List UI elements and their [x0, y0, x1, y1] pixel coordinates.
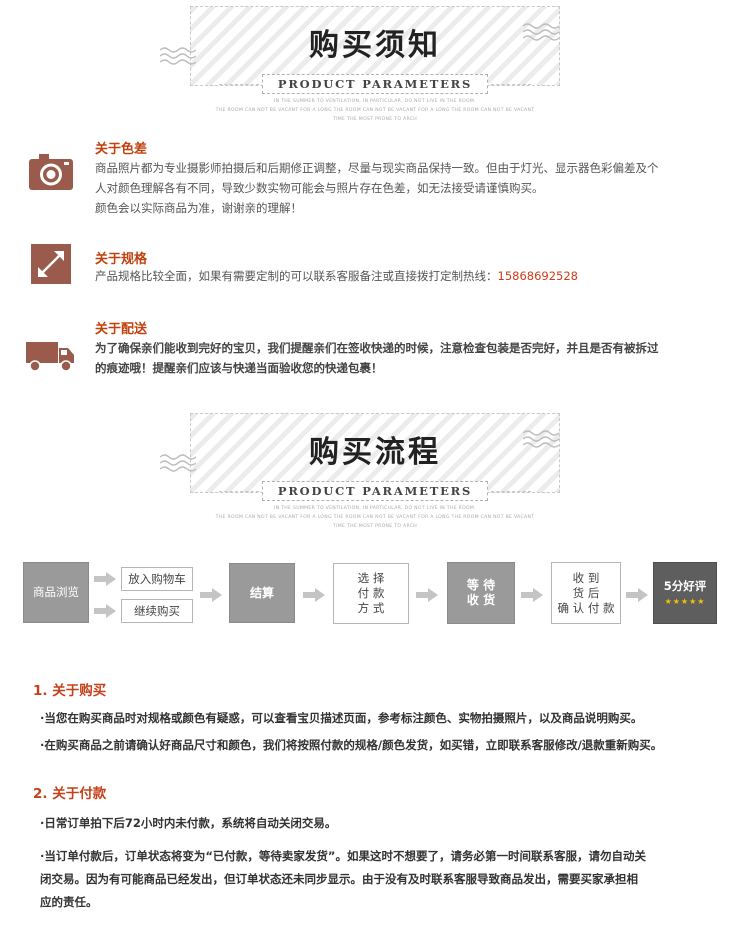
wave-left-icon — [160, 454, 196, 472]
review-label: 5分好评 — [663, 579, 707, 593]
notice-color-line-3: 颜色会以实际商品为准，谢谢亲的理解！ — [95, 201, 302, 215]
notice-small-line-1: IN THE SUMMER TO VENTILATION, IN PARTICU… — [274, 99, 476, 104]
section-purchase-line-2: ·在购买商品之前请确认好商品尺寸和颜色，我们将按照付款的规格/颜色发货，如买错，… — [40, 738, 663, 752]
notice-delivery-line-2: 的痕迹哦！提醒亲们应该与快递当面验收您的快递包裹！ — [95, 361, 383, 375]
flow-step-payment: 选 择 付 款 方 式 — [333, 563, 409, 624]
resize-arrow-icon — [31, 244, 71, 284]
arrow-right-icon — [303, 588, 325, 602]
section-payment-para-line-3: 应的责任。 — [40, 895, 98, 909]
flow-small-line-2: THE ROOM CAN NOT BE VACANT FOR A LONG TH… — [215, 515, 535, 520]
flow-step-continue: 继续购买 — [121, 599, 193, 623]
notice-subtitle: PRODUCT PARAMETERS — [219, 74, 531, 94]
hotline-phone[interactable]: 15868692528 — [497, 269, 578, 283]
section-payment-para-line-2: 闭交易。因为有可能商品已经发出，但订单状态还未同步显示。由于没有及时联系客服导致… — [40, 872, 638, 886]
notice-color-line-1: 商品照片都为专业摄影师拍摄后和后期修正调整，尽量与现实商品保持一致。但由于灯光、… — [95, 161, 659, 175]
flow-step-wait: 等 待 收 货 — [447, 562, 515, 624]
wave-left-icon — [160, 47, 196, 65]
wave-right-icon — [523, 23, 559, 41]
notice-spec-label: 产品规格比较全面，如果有需要定制的可以联系客服备注或直接拨打定制热线： — [95, 269, 498, 283]
camera-icon — [29, 154, 73, 190]
truck-icon — [26, 342, 74, 372]
notice-color-heading: 关于色差 — [95, 142, 148, 157]
arrow-right-icon — [200, 588, 222, 602]
notice-header: 购买须知 PRODUCT PARAMETERS IN THE SUMMER TO… — [0, 6, 750, 126]
flow-step-checkout: 结算 — [229, 563, 295, 623]
notice-delivery-heading: 关于配送 — [95, 322, 148, 337]
notice-small-line-2: THE ROOM CAN NOT BE VACANT FOR A LONG TH… — [215, 108, 535, 113]
wave-right-icon — [523, 430, 559, 448]
section-payment-line-1: ·日常订单拍下后72小时内未付款，系统将自动关闭交易。 — [40, 816, 337, 830]
flow-subtitle: PRODUCT PARAMETERS — [219, 481, 531, 501]
notice-title: 购买须知 — [309, 28, 441, 63]
flow-step-add-cart: 放入购物车 — [121, 567, 193, 591]
arrow-right-icon — [521, 588, 543, 602]
section-purchase-heading: 1. 关于购买 — [33, 683, 107, 699]
arrow-right-icon — [94, 604, 116, 618]
section-purchase-line-1: ·当您在购买商品时对规格或颜色有疑惑，可以查看宝贝描述页面，参考标注颜色、实物拍… — [40, 711, 643, 725]
arrow-right-icon — [94, 572, 116, 586]
arrow-right-icon — [416, 588, 438, 602]
notice-spec-text: 产品规格比较全面，如果有需要定制的可以联系客服备注或直接拨打定制热线：15868… — [95, 266, 578, 286]
five-star-icon: ★★★★★ — [664, 597, 706, 606]
notice-small-line-3: TIME THE MOST PRONE TO ARCH — [333, 117, 417, 122]
flow-step-receive: 收 到 货 后 确 认 付 款 — [551, 562, 621, 624]
section-payment-heading: 2. 关于付款 — [33, 786, 107, 802]
flow-small-line-1: IN THE SUMMER TO VENTILATION, IN PARTICU… — [274, 506, 476, 511]
notice-delivery-line-1: 为了确保亲们能收到完好的宝贝，我们提醒亲们在签收快递的时候，注意检查包装是否完好… — [95, 341, 659, 355]
notice-spec-heading: 关于规格 — [95, 252, 148, 267]
flow-step-browse: 商品浏览 — [23, 562, 89, 623]
flow-small-line-3: TIME THE MOST PRONE TO ARCH — [333, 524, 417, 529]
flow-header: 购买流程 PRODUCT PARAMETERS IN THE SUMMER TO… — [0, 413, 750, 533]
header-stripe-bg — [190, 6, 560, 86]
notice-color-line-2: 人对颜色理解各有不同，导致少数实物可能会与照片存在色差，如无法接受请谨慎购买。 — [95, 181, 544, 195]
flow-title: 购买流程 — [309, 435, 441, 470]
section-payment-para-line-1: ·当订单付款后，订单状态将变为“已付款，等待卖家发货”。如果这时不想要了，请务必… — [40, 849, 646, 863]
flow-step-review: 5分好评 ★★★★★ — [653, 562, 717, 624]
arrow-right-icon — [626, 588, 648, 602]
